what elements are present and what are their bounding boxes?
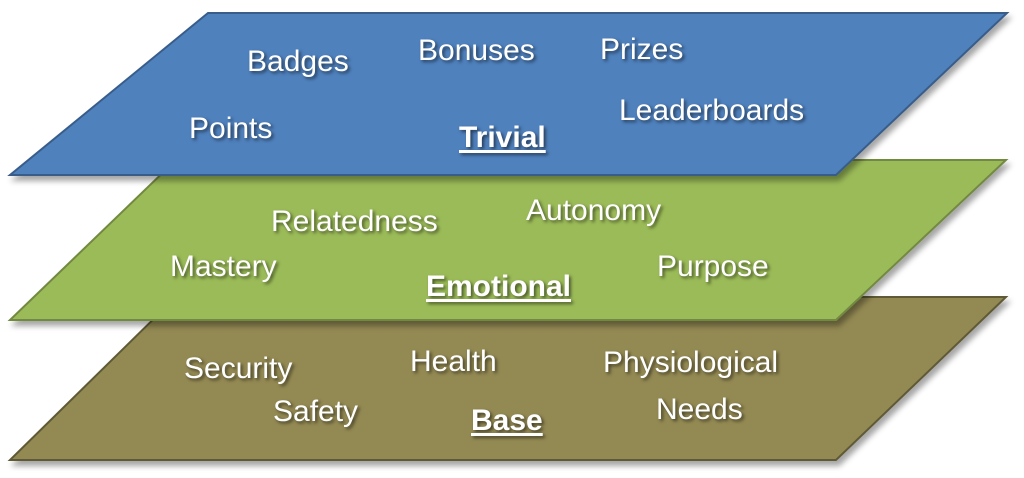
base-item-physiological: Physiological bbox=[603, 346, 779, 379]
emotional-item-relatedness: Relatedness bbox=[271, 205, 438, 238]
emotional-item-purpose: Purpose bbox=[657, 250, 769, 283]
base-item-health: Health bbox=[410, 345, 497, 378]
base-item-safety: Safety bbox=[273, 395, 359, 428]
base-layer-title: Base bbox=[471, 404, 543, 437]
trivial-item-leaderboards: Leaderboards bbox=[619, 94, 805, 127]
emotional-item-autonomy: Autonomy bbox=[526, 194, 662, 227]
trivial-item-prizes: Prizes bbox=[600, 33, 684, 66]
trivial-item-bonuses: Bonuses bbox=[418, 34, 535, 67]
base-item-security: Security bbox=[184, 352, 293, 385]
trivial-item-badges: Badges bbox=[247, 45, 349, 78]
emotional-layer-title: Emotional bbox=[426, 270, 572, 303]
emotional-item-mastery: Mastery bbox=[170, 250, 277, 283]
trivial-item-points: Points bbox=[189, 112, 273, 145]
trivial-layer-title: Trivial bbox=[459, 121, 546, 154]
trivial-layer bbox=[7, 12, 1010, 176]
base-item-needs: Needs bbox=[656, 393, 743, 426]
